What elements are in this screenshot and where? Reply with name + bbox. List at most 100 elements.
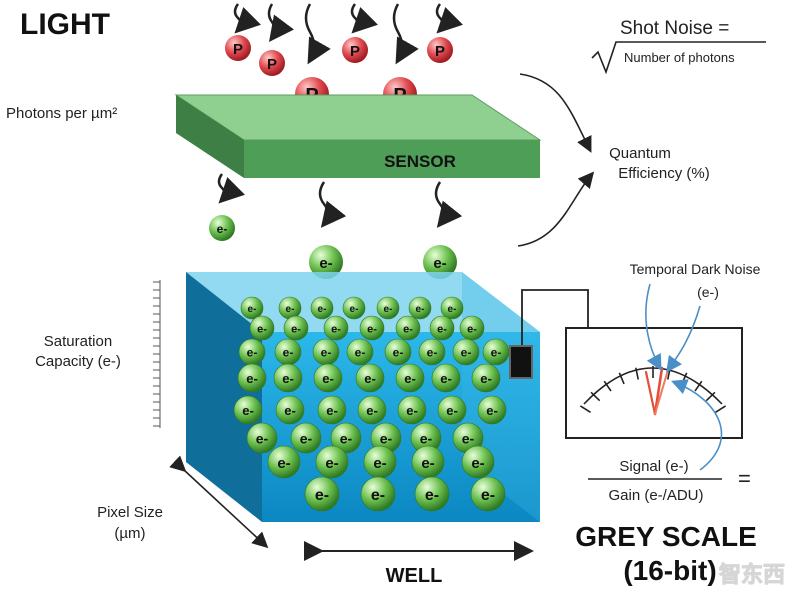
svg-text:e-: e- — [350, 304, 359, 315]
photon-arrows — [233, 3, 463, 65]
svg-text:e-: e- — [277, 455, 290, 472]
svg-text:e-: e- — [247, 346, 258, 360]
electron: e- — [414, 476, 450, 512]
electron: e- — [359, 315, 385, 341]
shot-noise-formula: Shot Noise = Number of photons — [591, 18, 766, 75]
svg-text:e-: e- — [384, 304, 393, 315]
svg-text:e-: e- — [340, 430, 353, 446]
electron: e- — [482, 338, 510, 366]
electron: e- — [233, 395, 263, 425]
svg-text:e-: e- — [406, 403, 418, 418]
readout-wire — [509, 289, 589, 379]
meter-tick — [715, 405, 727, 414]
svg-text:e-: e- — [217, 222, 228, 236]
svg-text:e-: e- — [421, 455, 434, 472]
svg-text:e-: e- — [257, 323, 267, 335]
saturation-scale-ticks — [153, 281, 160, 427]
svg-text:Number of photons: Number of photons — [624, 50, 735, 65]
svg-text:P: P — [233, 41, 243, 58]
svg-text:e-: e- — [321, 346, 332, 360]
meter-tick — [579, 405, 591, 414]
svg-text:e-: e- — [427, 346, 438, 360]
electron: e- — [317, 395, 347, 425]
svg-text:e-: e- — [315, 487, 329, 504]
quantum-efficiency-arrows — [517, 73, 595, 247]
electron: e- — [408, 296, 432, 320]
svg-text:Shot Noise =: Shot Noise = — [620, 18, 729, 39]
electron: e- — [313, 363, 343, 393]
svg-text:e-: e- — [367, 323, 377, 335]
electron: e- — [459, 315, 485, 341]
temporal-dark-noise-line2: (e-) — [697, 284, 719, 300]
svg-text:e-: e- — [319, 255, 332, 272]
pixel-size-arrow — [169, 455, 269, 549]
svg-text:e-: e- — [404, 371, 416, 386]
saturation-line1: Saturation — [44, 333, 112, 350]
electron: e- — [274, 338, 302, 366]
meter-tick — [635, 367, 640, 380]
electron: e- — [363, 445, 397, 479]
svg-text:e-: e- — [403, 323, 413, 335]
electron: e- — [437, 395, 467, 425]
meter-ticks — [579, 366, 727, 414]
svg-text:e-: e- — [467, 323, 477, 335]
meter-needles — [644, 366, 669, 416]
svg-text:e-: e- — [433, 255, 446, 272]
svg-text:e-: e- — [318, 304, 327, 315]
electron: e- — [418, 338, 446, 366]
electron: e- — [357, 395, 387, 425]
grey-scale-line1: GREY SCALE — [575, 521, 757, 552]
electron: e- — [452, 422, 484, 454]
electron: e- — [376, 296, 400, 320]
electron: e- — [395, 315, 421, 341]
photon: P — [427, 37, 453, 63]
temporal-dark-noise-line1: Temporal Dark Noise — [630, 261, 761, 277]
electron: e- — [431, 363, 461, 393]
pixel-size-line1: Pixel Size — [97, 504, 163, 521]
quantum-efficiency-line1: Quantum — [609, 145, 671, 162]
svg-text:e-: e- — [416, 304, 425, 315]
svg-text:e-: e- — [440, 371, 452, 386]
svg-text:e-: e- — [481, 487, 495, 504]
sensor-label: SENSOR — [384, 152, 456, 171]
meter-tick — [590, 391, 601, 402]
svg-text:e-: e- — [256, 430, 269, 446]
svg-text:=: = — [738, 466, 751, 491]
electron: e- — [470, 476, 506, 512]
svg-text:e-: e- — [322, 371, 334, 386]
electron: e- — [346, 338, 374, 366]
electron: e- — [423, 245, 457, 279]
electron: e- — [410, 422, 442, 454]
svg-text:e-: e- — [480, 371, 492, 386]
gain-formula: Signal (e-) Gain (e-/ADU) = — [588, 458, 751, 504]
svg-text:e-: e- — [326, 403, 338, 418]
well-electrons: e-e-e-e-e-e-e-e-e-e-e-e-e-e-e-e-e-e-e-e-… — [233, 296, 510, 512]
electron: e- — [312, 338, 340, 366]
sensor-slab: SENSOR — [174, 94, 542, 178]
photons-per-area-label: Photons per µm² — [6, 105, 117, 122]
svg-text:e-: e- — [425, 487, 439, 504]
meter — [565, 327, 743, 439]
svg-text:e-: e- — [284, 403, 296, 418]
readout-connector — [509, 345, 533, 379]
electron: e- — [209, 215, 235, 241]
electron: e- — [330, 422, 362, 454]
electron: e- — [290, 422, 322, 454]
electron: e- — [309, 245, 343, 279]
svg-text:P: P — [435, 43, 445, 60]
svg-text:Gain (e-/ADU): Gain (e-/ADU) — [608, 487, 703, 504]
electron: e- — [304, 476, 340, 512]
electron: e- — [477, 395, 507, 425]
electron: e- — [461, 445, 495, 479]
electron: e- — [246, 422, 278, 454]
svg-text:Signal (e-): Signal (e-) — [619, 458, 688, 475]
svg-text:e-: e- — [248, 304, 257, 315]
electron: e- — [310, 296, 334, 320]
quantum-efficiency-line2: Efficiency (%) — [618, 165, 709, 182]
electron: e- — [429, 315, 455, 341]
electron: e- — [360, 476, 396, 512]
svg-text:e-: e- — [283, 346, 294, 360]
svg-text:e-: e- — [300, 430, 313, 446]
svg-text:e-: e- — [491, 346, 502, 360]
